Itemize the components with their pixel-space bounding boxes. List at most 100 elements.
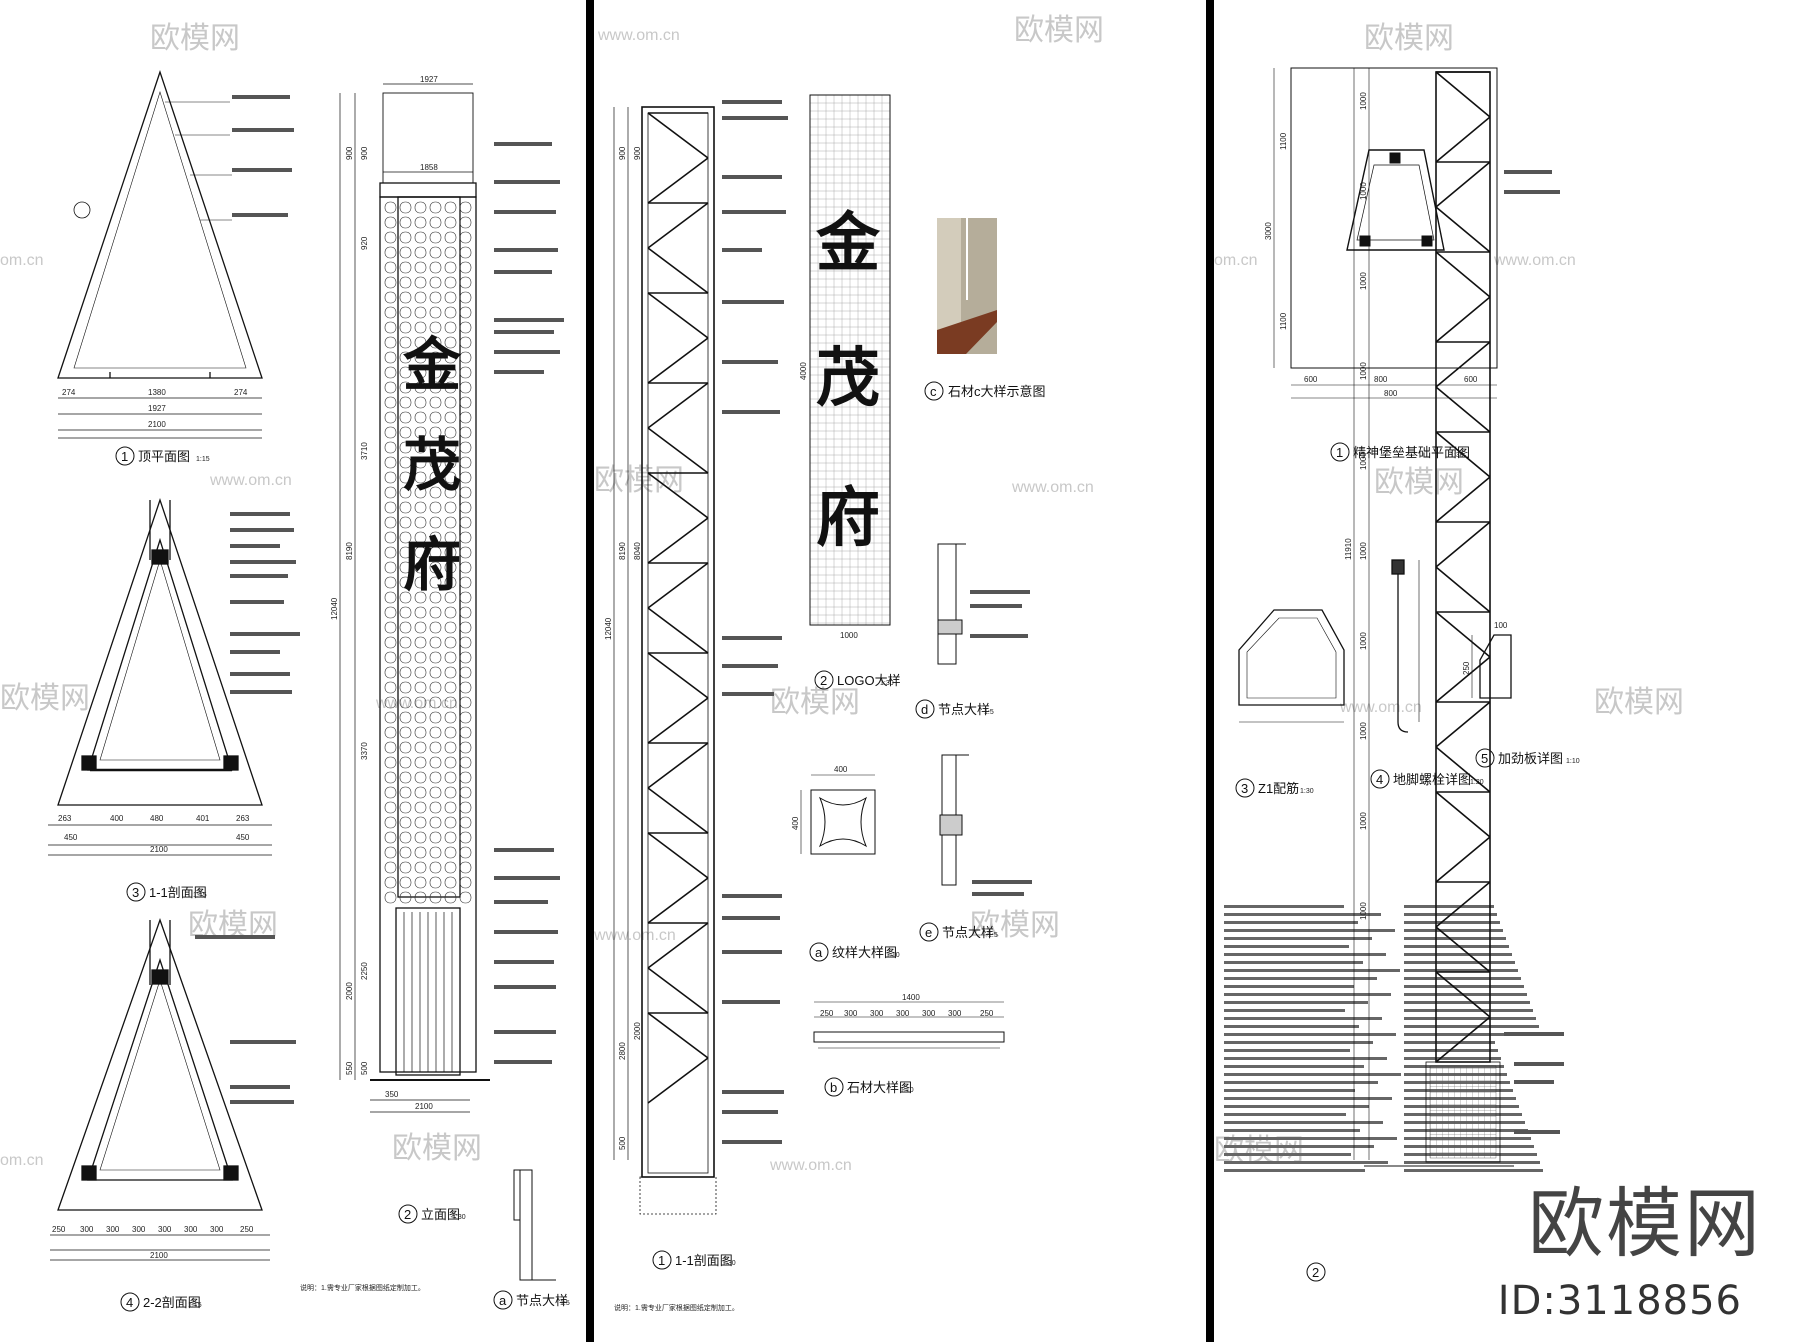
- lattice-cell: [444, 516, 457, 529]
- lattice-cell: [414, 216, 427, 229]
- caption-anchor-bolt: 4 地脚螺栓详图 1:20: [1370, 769, 1484, 789]
- section-2-2-drawing: [50, 918, 270, 1261]
- truss3-diagonal: [1435, 746, 1491, 793]
- svg-text:om.cn: om.cn: [1214, 252, 1258, 269]
- lattice-cell: [429, 516, 442, 529]
- notes-line: [1224, 1121, 1383, 1124]
- lattice-cell: [414, 201, 427, 214]
- lattice-cell: [384, 336, 397, 349]
- truss-elevation-drawing: [1353, 68, 1514, 1167]
- lattice-cell: [429, 801, 442, 814]
- svg-text:欧模网: 欧模网: [1594, 686, 1684, 719]
- svg-text:1:30: 1:30: [722, 1260, 736, 1267]
- truss3-diagonal: [1435, 296, 1491, 343]
- lattice-cell: [414, 396, 427, 409]
- foundation-plan-drawing: [1273, 67, 1498, 399]
- notes-line: [1404, 1025, 1539, 1028]
- lattice-cell: [429, 411, 442, 424]
- lattice-cell: [429, 786, 442, 799]
- lattice-cell: [384, 471, 397, 484]
- lattice-cell: [459, 486, 472, 499]
- lattice-cell: [459, 201, 472, 214]
- lattice-cell: [414, 621, 427, 634]
- dim-label: 350: [385, 1090, 399, 1099]
- node-e-notes: [972, 880, 1032, 896]
- svg-text:11910: 11910: [1344, 538, 1353, 560]
- lattice-cell: [429, 231, 442, 244]
- svg-text:2000: 2000: [345, 982, 354, 1000]
- svg-text:2250: 2250: [360, 962, 369, 980]
- lattice-cell: [414, 636, 427, 649]
- lattice-cell: [384, 831, 397, 844]
- lattice-cell: [429, 891, 442, 904]
- notes-line: [1224, 929, 1395, 932]
- caption-elevation: 2 立面图 1:30: [398, 1204, 466, 1224]
- lattice-cell: [414, 531, 427, 544]
- dim-label: 3000: [1264, 222, 1273, 240]
- lattice-cell: [399, 291, 412, 304]
- svg-text:2800: 2800: [618, 1042, 627, 1060]
- lattice-cell: [414, 666, 427, 679]
- truss3-diagonal: [1435, 116, 1491, 163]
- logo-char: 府: [403, 531, 461, 599]
- logo-char: 金: [403, 331, 462, 399]
- lattice-cell: [444, 306, 457, 319]
- lattice-cell: [459, 771, 472, 784]
- truss3-diagonal: [1435, 836, 1491, 883]
- dim-label: 2100: [150, 845, 168, 854]
- lattice-cell: [414, 696, 427, 709]
- lattice-cell: [429, 771, 442, 784]
- notes-line: [1224, 1089, 1355, 1092]
- dim-label: 250: [820, 1009, 834, 1018]
- lattice-cell: [384, 846, 397, 859]
- truss3-diagonal: [1435, 926, 1491, 973]
- lattice-cell: [384, 201, 397, 214]
- dim-label: 480: [150, 814, 164, 823]
- dim-label: 300: [210, 1225, 224, 1234]
- truss3-diagonal: [1435, 341, 1491, 388]
- drawing-sheet-1: 欧模网 om.cn www.om.cn 欧模网 www.om.cn 欧模网 om…: [0, 0, 586, 1342]
- lattice-cell: [429, 666, 442, 679]
- caption-truss-elevation: 2: [1306, 1262, 1326, 1282]
- notes-line: [1224, 1065, 1364, 1068]
- truss3-diagonal: [1435, 701, 1491, 748]
- notes-line: [1224, 1025, 1359, 1028]
- lattice-cell: [399, 276, 412, 289]
- lattice-cell: [459, 846, 472, 859]
- lattice-cell: [414, 831, 427, 844]
- lattice-cell: [399, 786, 412, 799]
- logo-char: 金: [815, 206, 881, 281]
- truss2-diagonal: [647, 697, 709, 744]
- lattice-cell: [444, 591, 457, 604]
- svg-text:500: 500: [360, 1061, 369, 1075]
- lattice-cell: [459, 606, 472, 619]
- lattice-cell: [459, 666, 472, 679]
- lattice-cell: [444, 696, 457, 709]
- svg-text:a: a: [815, 945, 823, 960]
- lattice-cell: [414, 786, 427, 799]
- lattice-cell: [429, 291, 442, 304]
- svg-text:500: 500: [618, 1136, 627, 1150]
- truss2-diagonal: [647, 652, 709, 699]
- lattice-cell: [414, 321, 427, 334]
- svg-text:欧模网: 欧模网: [770, 686, 860, 719]
- lattice-cell: [384, 306, 397, 319]
- lattice-cell: [459, 366, 472, 379]
- lattice-cell: [459, 831, 472, 844]
- notes-line: [1224, 1041, 1373, 1044]
- section-2-2-notes: [195, 935, 296, 1104]
- lattice-cell: [414, 711, 427, 724]
- watermark-url: www.om.cn: [209, 472, 292, 489]
- svg-text:www.om.cn: www.om.cn: [1339, 699, 1422, 716]
- lattice-cell: [459, 711, 472, 724]
- lattice-cell: [414, 246, 427, 259]
- svg-text:纹样大样图: 纹样大样图: [832, 945, 897, 960]
- lattice-cell: [444, 621, 457, 634]
- svg-text:1: 1: [1336, 445, 1343, 460]
- lattice-cell: [444, 381, 457, 394]
- truss2-diagonal: [647, 967, 709, 1014]
- lattice-cell: [399, 351, 412, 364]
- svg-text:1:20: 1:20: [1470, 779, 1484, 786]
- dim-label: 300: [80, 1225, 94, 1234]
- svg-text:2: 2: [1312, 1265, 1319, 1280]
